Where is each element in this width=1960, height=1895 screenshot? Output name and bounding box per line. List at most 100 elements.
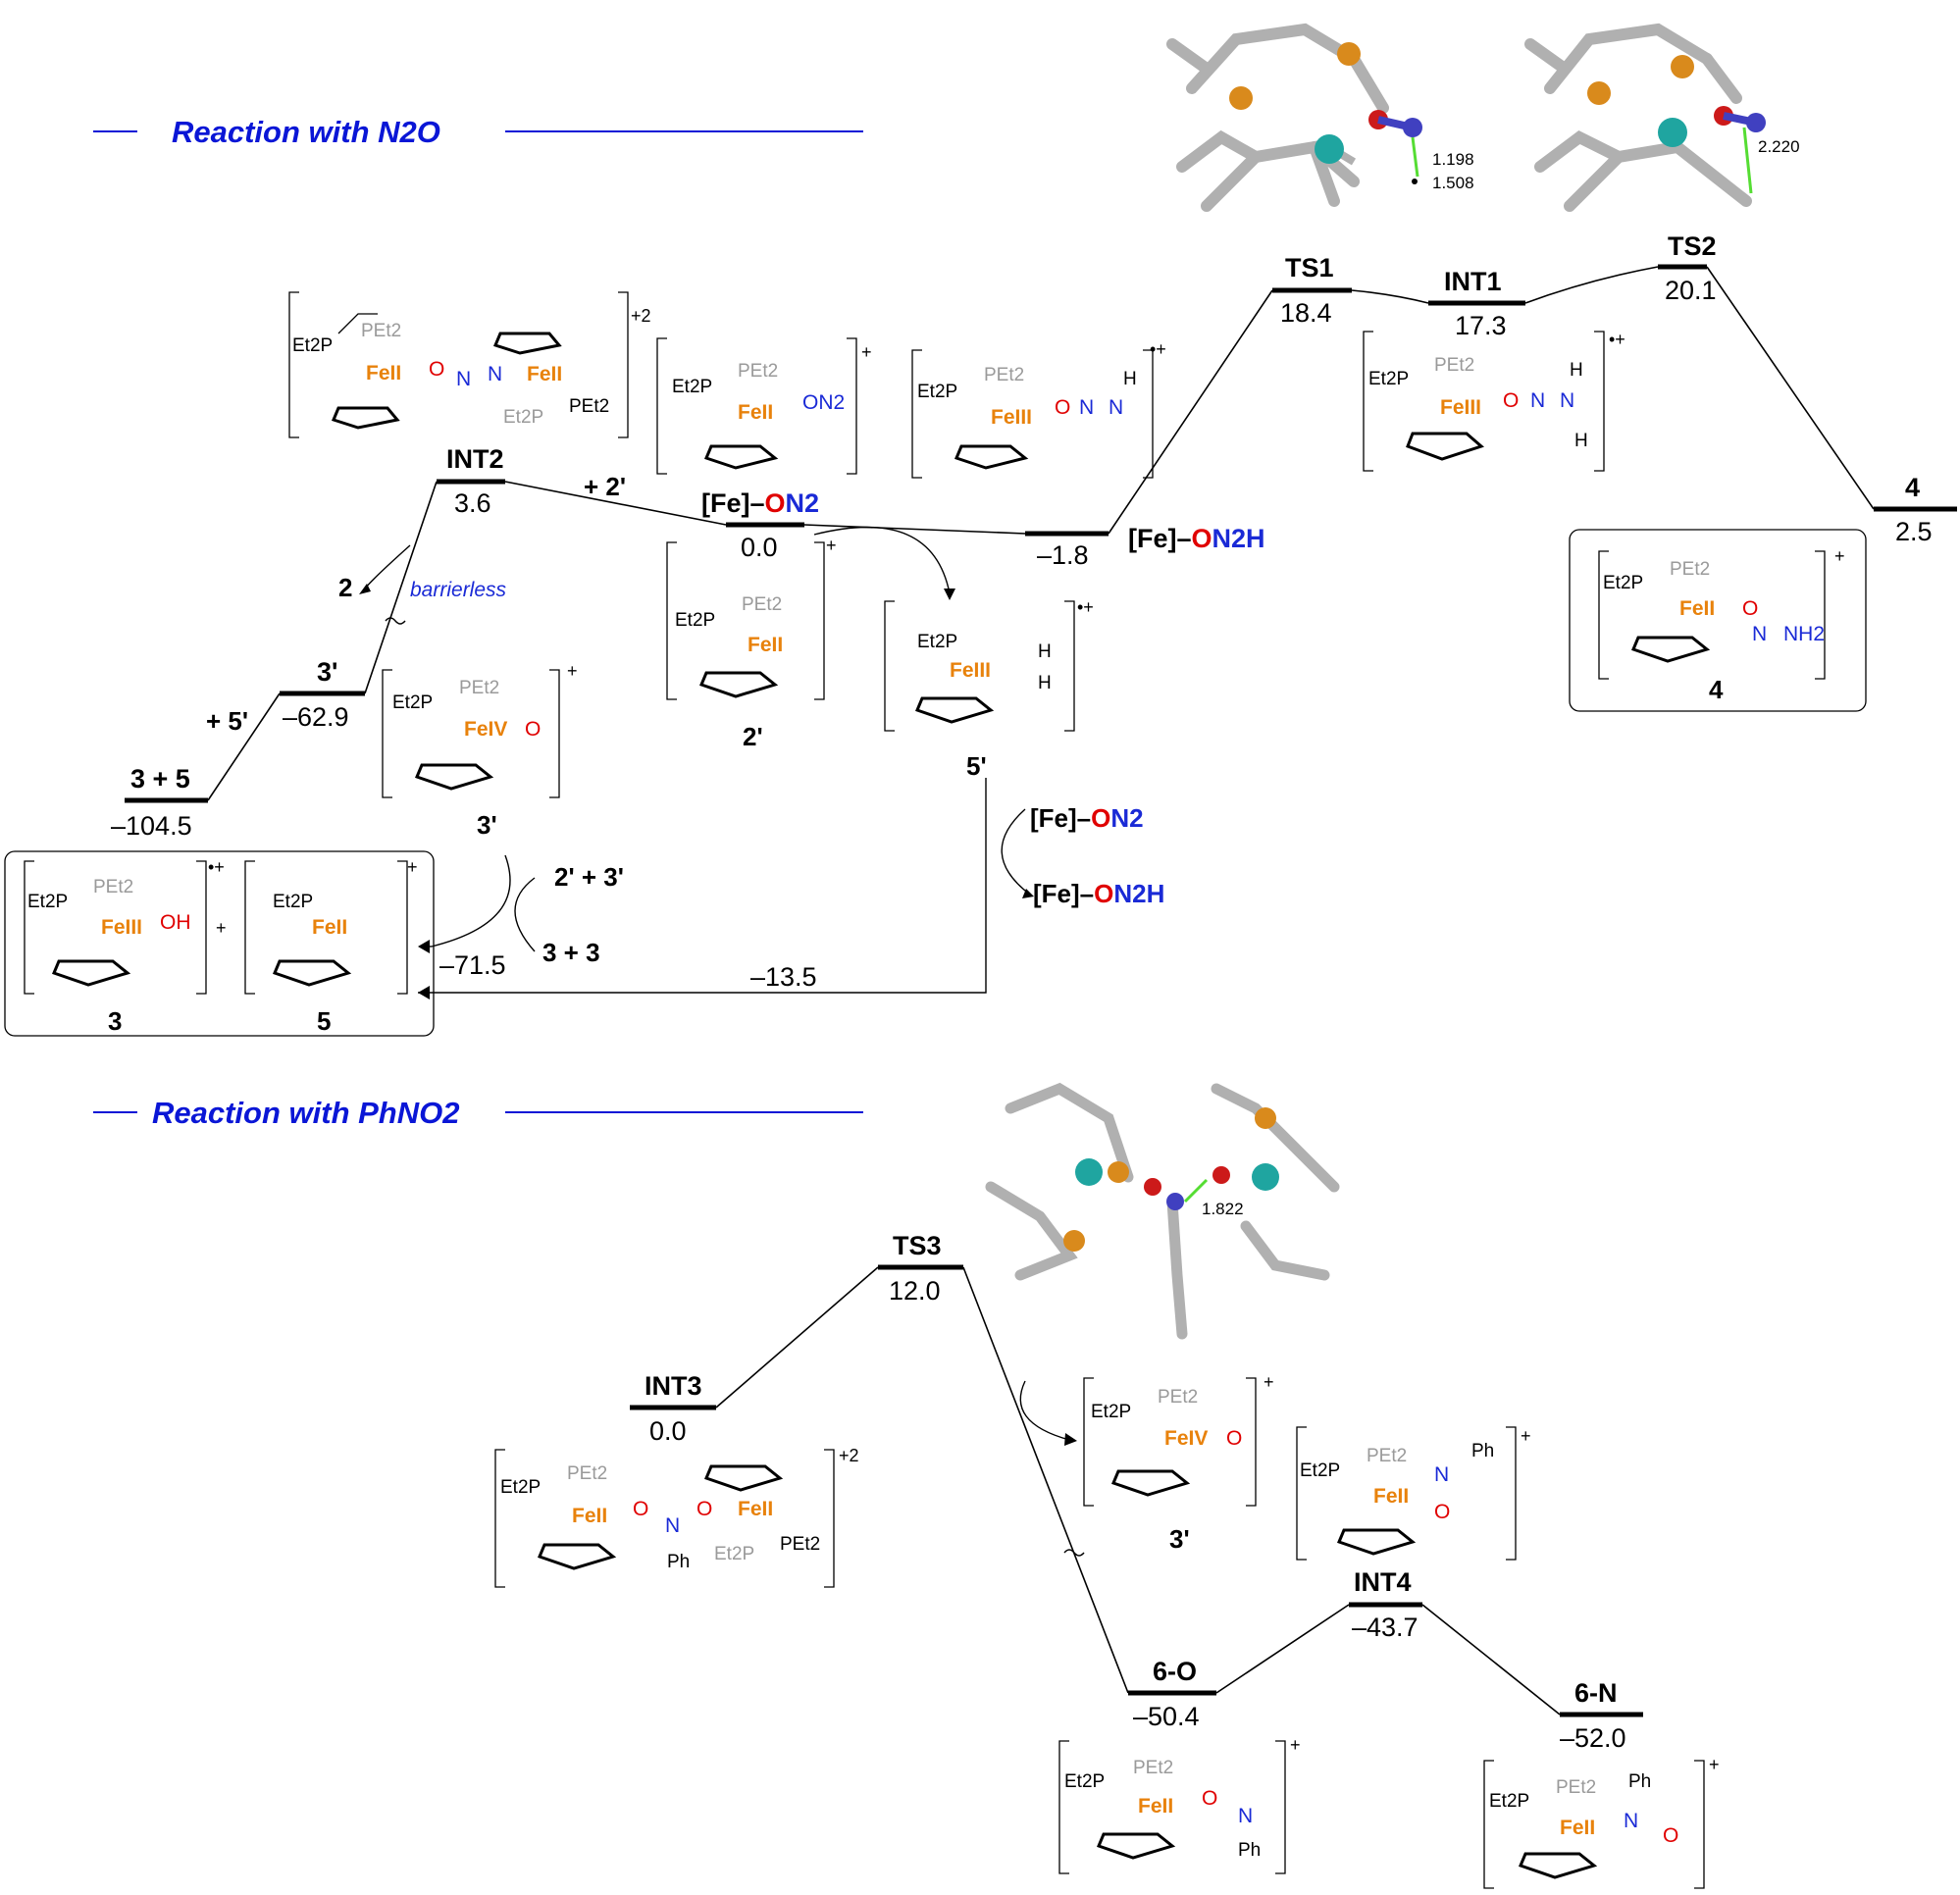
section-title-n2o: Reaction with N2O xyxy=(172,115,440,149)
cp-ring-fe-on2 xyxy=(703,444,779,470)
label-3: 3 xyxy=(108,1006,122,1036)
bracket-fe-on2h xyxy=(911,349,1154,479)
connector-ts3-6o xyxy=(962,1266,1129,1694)
ligand-pet2-int1: PEt2 xyxy=(1434,355,1474,376)
nitrogen2-int1: N xyxy=(1560,389,1574,412)
phenyl-6n: Ph xyxy=(1628,1771,1651,1792)
connector-int2-feon2 xyxy=(504,481,727,526)
bracket-2prime xyxy=(666,541,825,700)
bracket-int2 xyxy=(288,291,629,438)
fe-fe-on2: FeII xyxy=(738,401,773,424)
arrowhead-into-box-1 xyxy=(418,940,430,953)
nitrogen1-int2: N xyxy=(456,368,471,390)
charge-5: + xyxy=(407,857,418,877)
arc-to-3plus3 xyxy=(514,877,536,952)
ligand-et2p-fe-on2h: Et2P xyxy=(917,382,957,402)
fe-6o: FeII xyxy=(1138,1795,1173,1818)
nitrogen1-fe-on2h: N xyxy=(1079,396,1094,419)
ligand-et2p-5: Et2P xyxy=(273,892,313,912)
cp-ring-2prime xyxy=(699,671,779,698)
fe-2prime: FeII xyxy=(748,634,783,656)
label-5: 5 xyxy=(317,1006,331,1036)
cp-ring-int2b xyxy=(492,332,562,355)
nitrogen-int4: N xyxy=(1434,1463,1449,1486)
level-energy-3prime: –62.9 xyxy=(283,702,349,732)
nh2-4: NH2 xyxy=(1783,623,1825,645)
oxygen-4: O xyxy=(1742,597,1758,620)
ligand-pet2-2prime: PEt2 xyxy=(742,594,782,615)
level-name-ts1: TS1 xyxy=(1285,253,1334,282)
label-3prime-b: 3' xyxy=(1169,1524,1190,1554)
phno2-level-bars xyxy=(630,1264,1643,1717)
connector-3prime-3plus5 xyxy=(207,692,281,801)
arc-feon2-to-feon2h xyxy=(1001,808,1031,896)
arrowhead-release-2 xyxy=(359,584,371,594)
structure-3prime: + Et2P PEt2 FeIV O 3' xyxy=(382,661,578,840)
nitrogen1-int1: N xyxy=(1530,389,1545,412)
hydrogen2-int1: H xyxy=(1574,431,1588,451)
ligand-pet2-int4: PEt2 xyxy=(1367,1446,1407,1466)
oxygen-3prime-b: O xyxy=(1226,1427,1242,1450)
bracket-int3 xyxy=(494,1449,835,1588)
ligand-pet2-6o: PEt2 xyxy=(1133,1758,1173,1778)
bracket-fe-on2 xyxy=(656,337,857,475)
distance-ts2: 2.220 xyxy=(1758,137,1800,156)
annotation-minus-2: 2 xyxy=(338,573,352,602)
structure-6o: + Et2P PEt2 FeII O N Ph xyxy=(1058,1735,1301,1874)
level-name-fe-on2h: [Fe]–ON2H xyxy=(1128,524,1265,553)
ligand-et2p-3: Et2P xyxy=(27,892,68,912)
oxygen2-int3: O xyxy=(696,1498,712,1520)
charge-3: •+ xyxy=(208,857,225,877)
level-energy-ts2: 20.1 xyxy=(1665,276,1717,305)
annotation-plus-2prime: + 2' xyxy=(584,472,626,501)
ligand-et2p-int3b: Et2P xyxy=(714,1544,754,1564)
level-energy-int3: 0.0 xyxy=(649,1416,687,1446)
cp-ring-5prime xyxy=(915,696,995,724)
charge-int4: + xyxy=(1521,1426,1531,1446)
arrowhead-release-3prime xyxy=(1064,1433,1077,1446)
structure-3-and-5: •+ Et2P PEt2 FeIII OH + + Et2P FeII 3 5 xyxy=(4,850,435,1037)
oxygen1-int3: O xyxy=(633,1498,648,1520)
label-3prime: 3' xyxy=(477,810,497,840)
structure-int1: •+ Et2P PEt2 FeIII O N N H H xyxy=(1363,330,1625,472)
cp-ring-3 xyxy=(52,959,131,987)
cp-ring-int2a xyxy=(331,406,400,430)
ligand-et2p-fe-on2: Et2P xyxy=(672,377,712,397)
ligand-pet2-3prime: PEt2 xyxy=(459,678,499,698)
charge-int2: +2 xyxy=(631,306,651,326)
structure-fe-on2h: •+ Et2P PEt2 FeIII O N N H xyxy=(911,339,1166,479)
level-name-6o: 6-O xyxy=(1153,1657,1197,1686)
connector-feon2h-ts1 xyxy=(1108,289,1273,535)
cp-ring-int3a xyxy=(538,1543,617,1570)
label-5prime: 5' xyxy=(966,751,987,781)
nitrogen-4: N xyxy=(1752,623,1767,645)
oxygen-3prime: O xyxy=(525,718,541,741)
bracket-3 xyxy=(24,860,207,995)
ligand-et2p-int1: Et2P xyxy=(1368,369,1409,389)
cp-ring-3prime-b xyxy=(1111,1469,1191,1497)
cp-ring-3prime xyxy=(415,763,494,791)
cp-ring-int1 xyxy=(1406,432,1484,461)
ligand-et2p-int2b: Et2P xyxy=(503,407,543,428)
charge-3prime: + xyxy=(567,661,578,681)
oh-3: OH xyxy=(160,911,191,934)
cp-ring-5 xyxy=(273,959,352,987)
charge-fe-on2: + xyxy=(861,342,872,362)
cp-ring-6n xyxy=(1519,1852,1598,1879)
bridge-int2a xyxy=(337,313,378,334)
annotation-e-13-5: –13.5 xyxy=(750,962,817,992)
oxygen-int2: O xyxy=(429,358,444,381)
fe-3prime-b: FeIV xyxy=(1164,1427,1208,1450)
ligand-pet2-fe-on2h: PEt2 xyxy=(984,365,1024,385)
ligand-et2p-3prime-b: Et2P xyxy=(1091,1402,1131,1422)
ligand-et2p-4: Et2P xyxy=(1603,573,1643,593)
fe-3prime: FeIV xyxy=(464,718,507,741)
charge-6o: + xyxy=(1290,1735,1301,1755)
bracket-3prime-b xyxy=(1083,1377,1257,1507)
oxygen-int4: O xyxy=(1434,1501,1450,1523)
charge-2prime: + xyxy=(826,536,837,555)
level-name-3prime: 3' xyxy=(317,657,337,687)
ligand-pet2-6n: PEt2 xyxy=(1556,1777,1596,1798)
model-ts2: 2.220 xyxy=(1524,23,1800,212)
level-energy-int1: 17.3 xyxy=(1455,311,1507,340)
